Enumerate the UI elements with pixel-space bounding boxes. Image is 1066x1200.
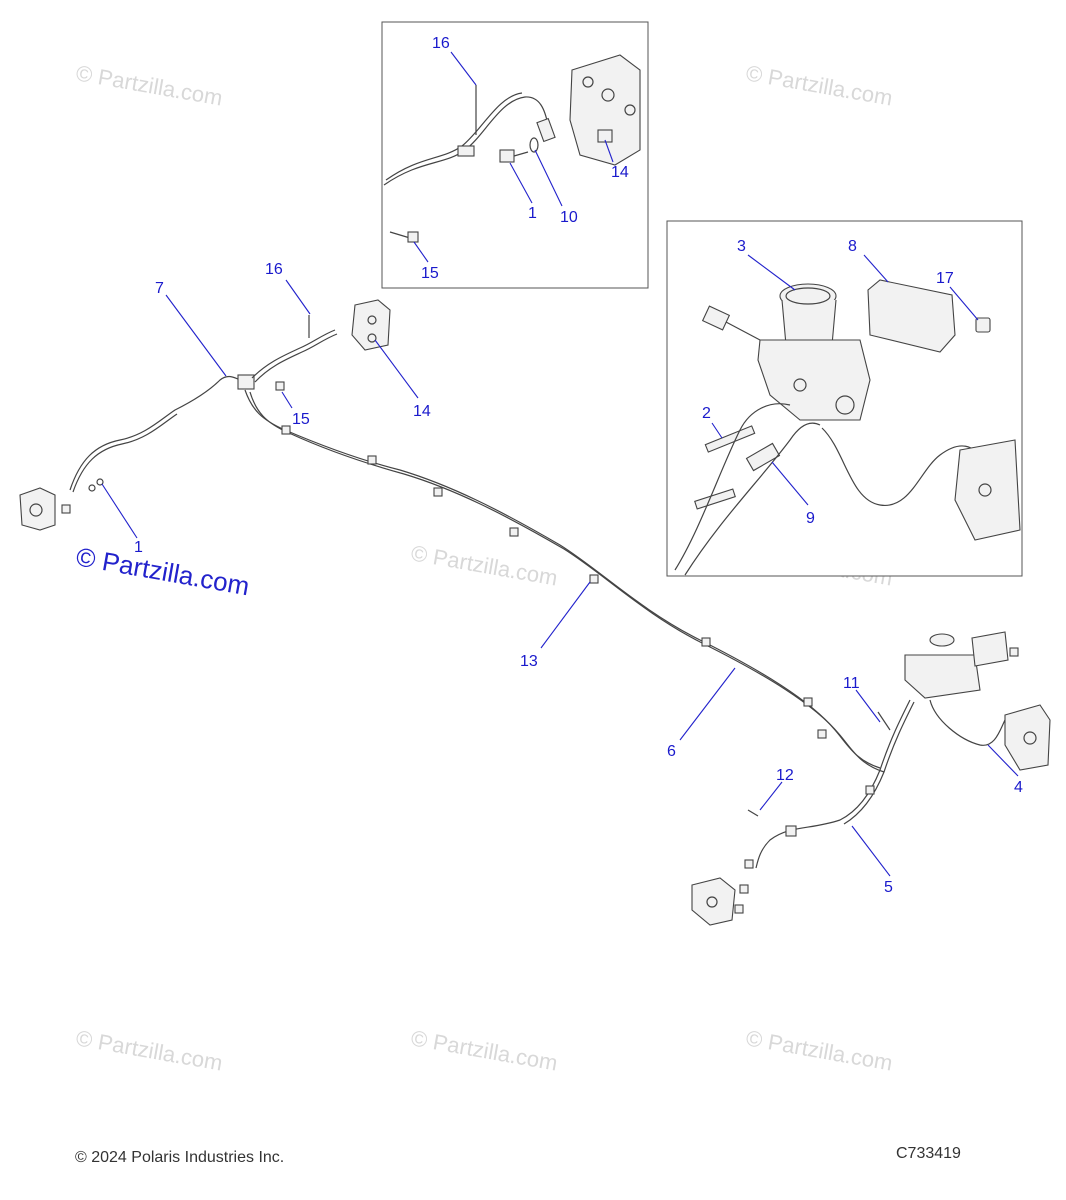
callout-number: 17 <box>936 270 954 287</box>
watermark: © Partzilla.com <box>409 540 559 590</box>
watermark: © Partzilla.com <box>409 1025 559 1075</box>
watermark: © Partzilla.com <box>744 60 894 110</box>
callout-number: 1 <box>134 539 143 556</box>
callout-number: 14 <box>611 164 629 181</box>
caliper-illustration <box>569 54 641 166</box>
callout-number: 16 <box>432 35 450 52</box>
main-brake-assembly: 16 7 14 15 1 13 11 6 12 4 5 <box>19 261 1051 926</box>
callout-number: 1 <box>528 205 537 222</box>
callout-number: 6 <box>667 743 676 760</box>
partzilla-watermark: © Partzilla.com <box>74 541 252 601</box>
watermark: © Partzilla.com <box>74 1025 224 1075</box>
callout-number: 4 <box>1014 779 1023 796</box>
callout-number: 5 <box>884 879 893 896</box>
callout-number: 15 <box>292 411 310 428</box>
diagram-code: C733419 <box>896 1145 961 1162</box>
callout-number: 8 <box>848 238 857 255</box>
inset-master-cylinder: 3 8 17 2 9 <box>666 220 1023 577</box>
callout-number: 11 <box>843 675 860 692</box>
callout-number: 14 <box>413 403 431 420</box>
callout-number: 3 <box>737 238 746 255</box>
inset-rear-caliper: 16 14 1 10 15 <box>381 21 649 289</box>
callout-number: 13 <box>520 653 538 670</box>
copyright-footer: © 2024 Polaris Industries Inc. <box>75 1149 285 1166</box>
callout-number: 16 <box>265 261 283 278</box>
watermark: © Partzilla.com <box>74 60 224 110</box>
watermark: © Partzilla.com <box>744 1025 894 1075</box>
callout-number: 12 <box>776 767 794 784</box>
callout-number: 15 <box>421 265 439 282</box>
callout-number: 9 <box>806 510 815 527</box>
callout-number: 10 <box>560 209 578 226</box>
left-caliper <box>19 487 56 531</box>
callout-number: 7 <box>155 280 164 297</box>
callout-number: 2 <box>702 405 711 422</box>
